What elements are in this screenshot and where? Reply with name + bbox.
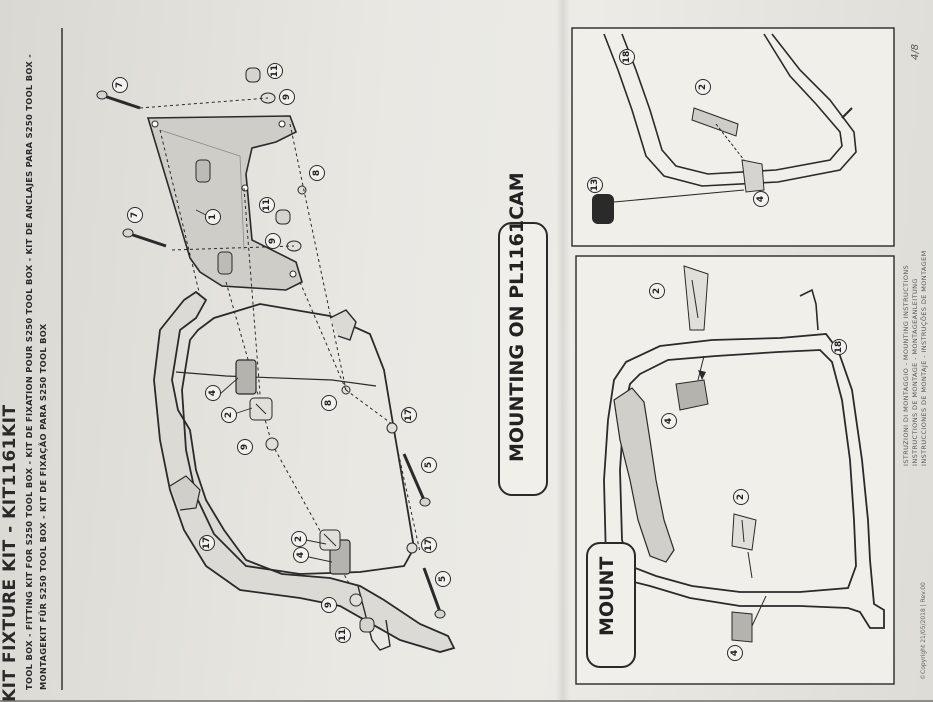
detail-frame-outer <box>603 33 857 187</box>
detail-guide <box>715 123 745 161</box>
mount-spacer-2-top <box>683 265 709 331</box>
page-fold-shadow <box>556 0 570 700</box>
washer-9-lower <box>349 593 363 607</box>
detail-spacer-2 <box>691 107 739 137</box>
callout-2-mount-mid: 2 <box>733 489 749 505</box>
callout-4-detail: 4 <box>753 191 769 207</box>
mount-clamp-4-bottom <box>731 611 753 643</box>
callout-9-mid: 9 <box>265 233 281 249</box>
page-number: 4/8 <box>910 43 921 60</box>
frame-crossbar <box>175 371 377 387</box>
mounting-label-box <box>498 222 548 496</box>
mount-frame-post <box>799 288 819 331</box>
callout-18-mount: 18 <box>831 339 847 355</box>
mount-frame-inner <box>619 349 857 593</box>
side-frame-outer <box>153 290 456 653</box>
frame-tab <box>329 309 357 341</box>
copyright: ©Copyright 21/05/2018 | Rev.00 <box>920 582 927 680</box>
plate-hole <box>278 120 286 128</box>
callout-2-detail: 2 <box>695 79 711 95</box>
callout-17-frame: 17 <box>199 535 215 551</box>
clamp-4-top <box>235 359 257 395</box>
plate-slot <box>195 159 211 183</box>
bolt-7-bottom <box>122 228 167 248</box>
footer-line-2: INSTRUCTIONS DE MONTAGE - MONTAGEANLEITU… <box>911 278 919 466</box>
mount-label: MOUNT <box>596 556 618 636</box>
spacer-2-top <box>249 397 273 421</box>
mount-arrow-bottom <box>751 595 767 627</box>
callout-9-top: 9 <box>279 89 295 105</box>
callout-7-bottom: 7 <box>127 207 143 223</box>
callout-13-detail: 13 <box>587 177 603 193</box>
callout-2-top: 2 <box>221 407 237 423</box>
detail-rubber-13 <box>592 194 614 224</box>
mount-label-box <box>586 542 636 668</box>
callout-5-top: 5 <box>421 457 437 473</box>
plate-hole <box>151 120 159 128</box>
callout-17-top: 17 <box>401 407 417 423</box>
plate-hole <box>241 184 249 192</box>
bolt-7-top <box>96 90 141 110</box>
callout-4-mount-bottom: 4 <box>727 645 743 661</box>
washer-9-frame <box>265 437 279 451</box>
mount-arrow <box>697 355 705 381</box>
detail-leader-13 <box>613 189 745 203</box>
detail-clamp-4 <box>741 159 765 193</box>
footer-line-3: INSTRUCCIONES DE MONTAJE - INSTRUÇÕES DE… <box>920 250 928 466</box>
cap-nut-11-lower <box>359 617 375 633</box>
washer-17-bottom <box>406 542 418 554</box>
plate-hole <box>289 270 297 278</box>
mount-arrowhead <box>698 370 706 380</box>
cap-nut-11-mid <box>275 209 291 225</box>
callout-8-top: 8 <box>309 165 325 181</box>
callout-4-mount-top: 4 <box>661 413 677 429</box>
detail-frame-inner <box>621 33 843 175</box>
callout-4-top: 4 <box>205 385 221 401</box>
mount-arrow-mid <box>747 551 753 579</box>
mount-spacer-slot-mid <box>741 519 745 543</box>
mount-bracket-plate <box>613 387 675 563</box>
nut-8-top <box>297 185 307 195</box>
detail-pin <box>841 107 853 119</box>
bolt-5-bottom <box>422 567 446 619</box>
cap-nut-11-top <box>245 67 261 83</box>
callout-2-bottom: 2 <box>291 531 307 547</box>
callout-2-mount-top: 2 <box>649 283 665 299</box>
callout-9-frame: 9 <box>237 439 253 455</box>
callout-8-bottom: 8 <box>321 395 337 411</box>
callout-11-lower: 11 <box>335 627 351 643</box>
plate-slot <box>217 251 233 275</box>
mounting-label: MOUNTING ON PL1161CAM <box>506 172 528 462</box>
callout-7-top: 7 <box>112 77 128 93</box>
callout-17-bottom: 17 <box>421 537 437 553</box>
bolt-5-top <box>402 453 431 507</box>
spacer-2-bottom <box>319 529 341 551</box>
callout-5-bottom: 5 <box>435 571 451 587</box>
callout-11-top: 11 <box>267 63 283 79</box>
callout-11-mid: 11 <box>259 197 275 213</box>
mount-spacer-slot <box>691 279 699 319</box>
callout-4-bottom: 4 <box>293 547 309 563</box>
callout-9-lower: 9 <box>321 597 337 613</box>
callout-1: 1 <box>205 209 221 225</box>
mount-spacer-2-mid <box>731 513 757 551</box>
footer-line-1: ISTRUZIONI DI MONTAGGIO - MOUNTING INSTR… <box>902 264 910 466</box>
callout-18-detail: 18 <box>619 49 635 65</box>
plate-fold-line <box>159 129 245 251</box>
frame-bracket <box>169 475 201 511</box>
mount-clamp-4-top <box>675 379 709 411</box>
washer-17-top <box>386 422 398 434</box>
